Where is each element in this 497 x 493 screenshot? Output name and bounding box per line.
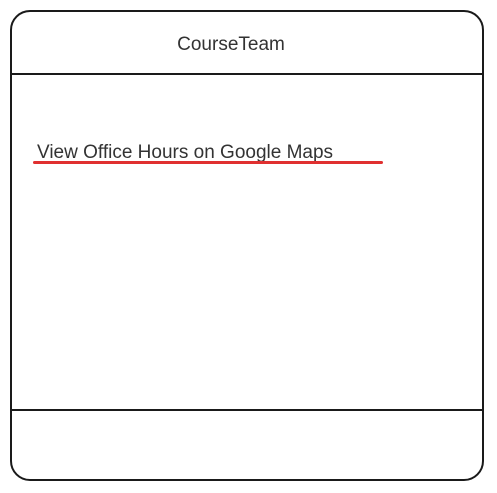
app-footer [12,409,482,479]
app-header: CourseTeam [12,12,482,75]
main-content: View Office Hours on Google Maps [12,75,482,409]
office-hours-map-link[interactable]: View Office Hours on Google Maps [37,142,334,163]
link-underline [33,161,383,164]
app-title: CourseTeam [177,34,285,55]
phone-frame: CourseTeam View Office Hours on Google M… [10,10,484,481]
